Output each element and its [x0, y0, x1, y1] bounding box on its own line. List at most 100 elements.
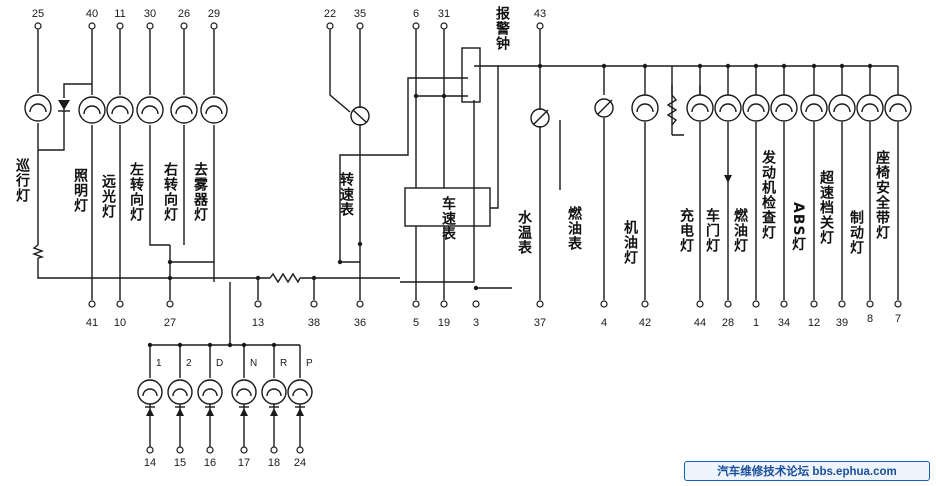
fuel-lamp-icon — [742, 94, 770, 122]
selector-lamp-icon — [287, 379, 313, 405]
terminal-label: 3 — [473, 317, 479, 329]
selector-position-label: P — [306, 358, 313, 369]
terminal-label: 5 — [413, 317, 419, 329]
terminal-label: 39 — [836, 317, 848, 329]
left-turn-light-label: 左转向灯 — [128, 161, 145, 222]
fuel-gauge-icon — [594, 98, 614, 118]
tachometer-gauge-icon — [350, 106, 370, 126]
terminal-label: 12 — [808, 317, 820, 329]
door-light-label: 车门灯 — [704, 207, 720, 253]
right-turn-lamp-icon — [170, 96, 198, 124]
terminal-label: 36 — [354, 317, 366, 329]
abs-light-label: ABS灯 — [790, 202, 806, 252]
cruise-light-label: 巡行灯 — [14, 158, 31, 203]
selector-lamp-icon — [137, 379, 163, 405]
selector-lamp-icon — [167, 379, 193, 405]
terminal-label: 8 — [867, 313, 873, 325]
terminal-label: 25 — [32, 8, 44, 20]
terminal-label: 16 — [204, 457, 216, 469]
terminal-label: 37 — [534, 317, 546, 329]
cruise-resistor — [32, 244, 45, 259]
seatbelt-light-label: 座椅安全带灯 — [874, 149, 891, 240]
terminal-label: 27 — [164, 317, 176, 329]
illumination-lamp-icon — [78, 96, 106, 124]
terminal-label: 19 — [438, 317, 450, 329]
brake-lamp-icon — [856, 94, 884, 122]
terminal-label: 31 — [438, 8, 450, 20]
terminal-label: 34 — [778, 317, 790, 329]
selector-terminals: 14 15 16 17 18 24 1 2 D N R P — [144, 358, 313, 469]
selector-lamp-icon — [197, 379, 223, 405]
terminal-label: 41 — [86, 317, 98, 329]
oil-light-label: 机油灯 — [622, 219, 638, 265]
fuel-light-label: 燃油灯 — [732, 207, 748, 253]
terminal-label: 10 — [114, 317, 126, 329]
component-labels: 巡行灯 照明灯 远光灯 左转向灯 右转向灯 去雾器灯 转速表 车速表 报警钟 水… — [14, 6, 891, 265]
selector-position-label: 1 — [156, 358, 162, 369]
cruise-lamp-icon — [24, 94, 52, 122]
water-temp-gauge-icon — [530, 108, 550, 128]
selector-position-label: N — [250, 358, 257, 369]
terminal-label: 43 — [534, 8, 546, 20]
charge-resistor — [666, 94, 678, 126]
oil-lamp-icon — [631, 94, 659, 122]
forum-watermark: 汽车维修技术论坛 bbs.ephua.com — [684, 461, 930, 481]
diodes — [58, 100, 732, 416]
water-temp-gauge-label: 水温表 — [516, 209, 533, 255]
high-beam-light-label: 远光灯 — [100, 174, 117, 219]
terminal-label: 1 — [753, 317, 759, 329]
right-turn-light-label: 右转向灯 — [162, 161, 179, 222]
engine-check-lamp-icon — [770, 94, 798, 122]
alarm-clock-box — [461, 47, 481, 103]
fog-lamp-icon — [200, 96, 228, 124]
terminal-label: 17 — [238, 457, 250, 469]
terminal-label: 44 — [694, 317, 706, 329]
terminal-label: 38 — [308, 317, 320, 329]
terminal-label: 14 — [144, 457, 156, 469]
terminal-label: 6 — [413, 8, 419, 20]
fog-light-label: 去雾器灯 — [192, 161, 209, 222]
charge-light-label: 充电灯 — [678, 207, 694, 253]
left-turn-lamp-icon — [136, 96, 164, 124]
terminal-label: 28 — [722, 317, 734, 329]
high-beam-lamp-icon — [106, 96, 134, 124]
terminal-label: 35 — [354, 8, 366, 20]
terminal-label: 18 — [268, 457, 280, 469]
top-terminals: 25 40 11 30 26 29 22 35 6 31 43 — [32, 8, 546, 30]
abs-lamp-icon — [800, 94, 828, 122]
brake-light-label: 制动灯 — [848, 209, 864, 255]
overspeed-light-label: 超速档关灯 — [818, 169, 835, 245]
terminal-label: 15 — [174, 457, 186, 469]
selector-lamp-icon — [261, 379, 287, 405]
speedometer-label: 车速表 — [440, 195, 457, 241]
terminal-label: 26 — [178, 8, 190, 20]
terminal-label: 4 — [601, 317, 607, 329]
fuel-gauge-label: 燃油表 — [566, 205, 583, 251]
alarm-clock-label: 报警钟 — [494, 6, 510, 51]
door-lamp-icon — [714, 94, 742, 122]
tachometer-label: 转速表 — [338, 171, 355, 217]
cruise-diode-icon — [58, 100, 70, 110]
terminal-label: 24 — [294, 457, 306, 469]
selector-position-label: 2 — [186, 358, 192, 369]
seatbelt-lamp-icon — [884, 94, 912, 122]
terminal-label: 22 — [324, 8, 336, 20]
selector-lamp-icon — [231, 379, 257, 405]
terminal-label: 29 — [208, 8, 220, 20]
lamp-symbols — [24, 94, 912, 405]
terminal-label: 30 — [144, 8, 156, 20]
terminal-label: 42 — [639, 317, 651, 329]
wiring — [37, 26, 899, 448]
terminal-label: 11 — [114, 8, 125, 20]
selector-position-label: R — [280, 358, 287, 369]
terminal-label: 7 — [895, 313, 901, 325]
illumination-light-label: 照明灯 — [72, 168, 88, 213]
door-diode-icon — [724, 175, 732, 183]
selector-position-label: D — [216, 358, 223, 369]
bottom-terminals: 41 10 27 13 38 36 5 19 3 37 4 42 44 28 1… — [86, 300, 902, 329]
charge-lamp-icon — [686, 94, 714, 122]
terminal-label: 40 — [86, 8, 98, 20]
series-resistor — [269, 272, 301, 284]
speedometer-box — [404, 187, 491, 227]
